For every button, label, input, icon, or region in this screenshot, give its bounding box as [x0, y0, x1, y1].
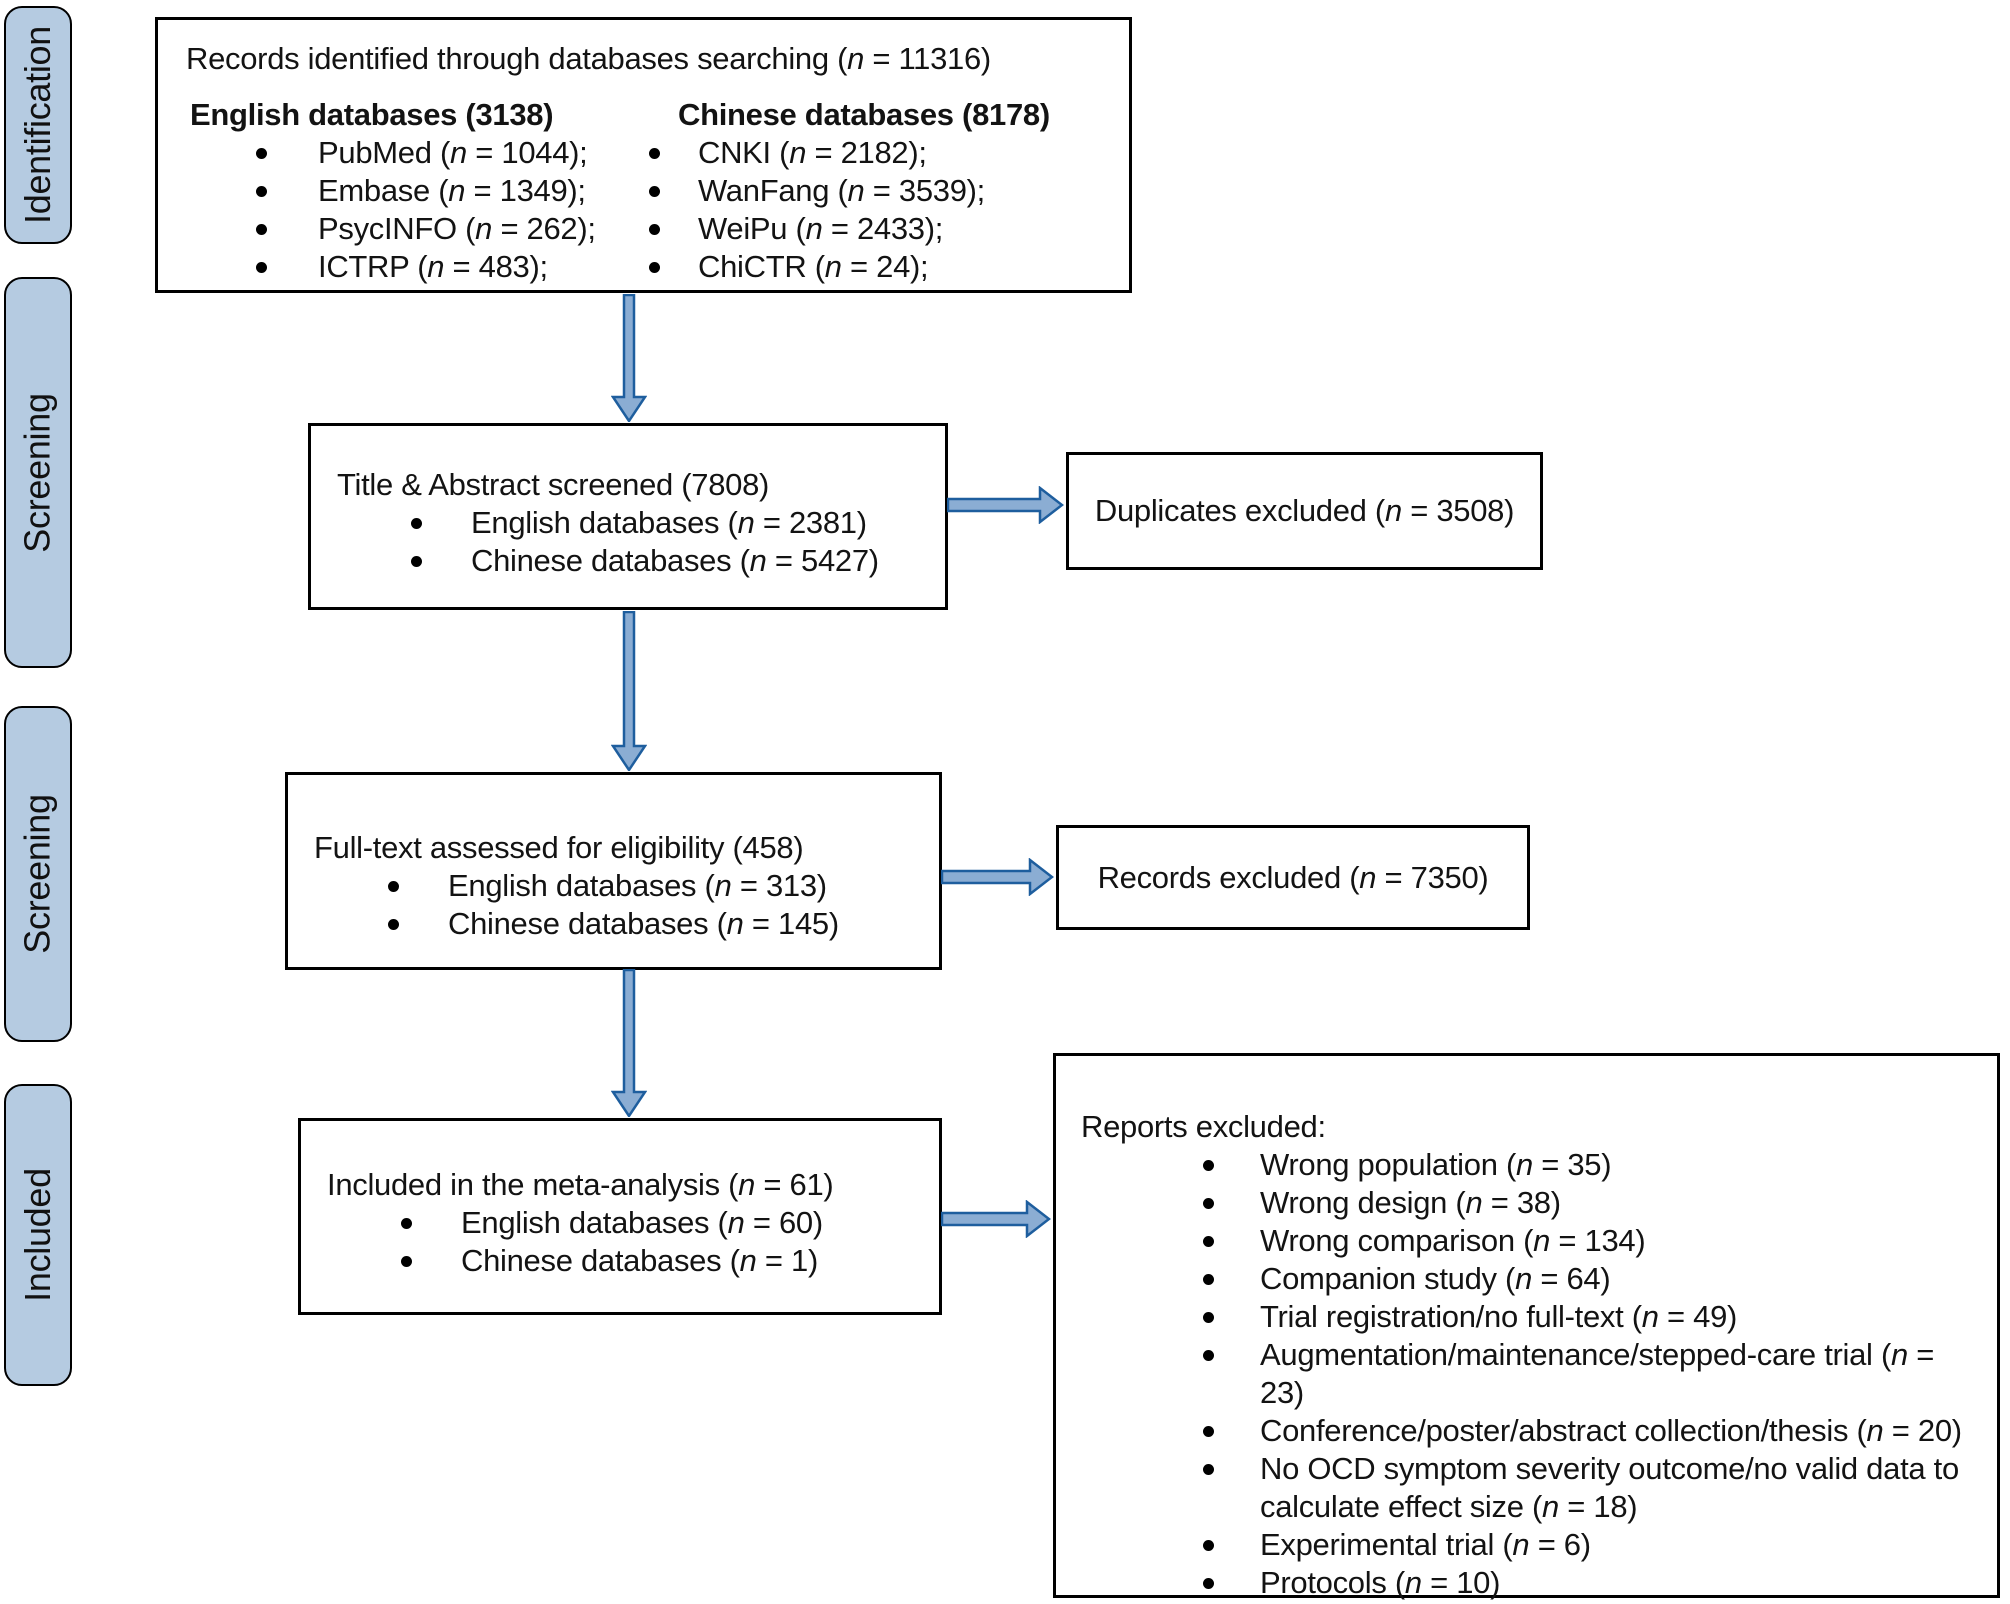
reports-excluded-title: Reports excluded:	[1081, 1109, 1326, 1144]
list-item: Embase (n = 1349);	[188, 172, 658, 210]
bullet-icon	[1203, 1312, 1214, 1323]
list-item: Wrong design (n = 38)	[1081, 1184, 1983, 1222]
records-identified-title: Records identified through databases sea…	[186, 41, 991, 76]
stage-label: Included	[17, 1168, 58, 1302]
meta-analysis-included-box: Included in the meta-analysis (n = 61) E…	[298, 1118, 942, 1315]
included-list: English databases (n = 60) Chinese datab…	[301, 1204, 939, 1280]
list-item: English databases (n = 60)	[301, 1204, 939, 1242]
list-item: English databases (n = 2381)	[311, 504, 945, 542]
records-excluded-box: Records excluded (n = 7350)	[1056, 825, 1530, 930]
list-item: Wrong population (n = 35)	[1081, 1146, 1983, 1184]
list-item: Protocols (n = 10)	[1081, 1564, 1983, 1602]
list-item: English databases (n = 313)	[288, 867, 939, 905]
list-item: Chinese databases (n = 145)	[288, 905, 939, 943]
sidebar-stage-identification: Identification	[4, 6, 72, 244]
bullet-icon	[1203, 1160, 1214, 1171]
list-item: WanFang (n = 3539);	[646, 172, 1126, 210]
list-item: Wrong comparison (n = 134)	[1081, 1222, 1983, 1260]
list-item: Chinese databases (n = 1)	[301, 1242, 939, 1280]
bullet-icon	[1203, 1426, 1214, 1437]
list-item: PsycINFO (n = 262);	[188, 210, 658, 248]
arrow-identified-to-screened-icon	[611, 294, 647, 422]
list-item: Augmentation/maintenance/stepped-care tr…	[1081, 1336, 1983, 1412]
arrow-screened-to-fulltext-icon	[611, 611, 647, 771]
reports-excluded-box: Reports excluded: Wrong population (n = …	[1053, 1053, 2000, 1600]
reports-excluded-list: Wrong population (n = 35) Wrong design (…	[1081, 1146, 1983, 1602]
bullet-icon	[649, 224, 660, 235]
fulltext-eligibility-box: Full-text assessed for eligibility (458)…	[285, 772, 942, 970]
screened-list: English databases (n = 2381) Chinese dat…	[311, 504, 945, 580]
bullet-icon	[1203, 1274, 1214, 1285]
bullet-icon	[411, 518, 422, 529]
list-item: PubMed (n = 1044);	[188, 134, 658, 172]
bullet-icon	[401, 1218, 412, 1229]
arrow-fulltext-to-records-excluded-icon	[941, 858, 1054, 896]
list-item: Companion study (n = 64)	[1081, 1260, 1983, 1298]
included-title: Included in the meta-analysis (n = 61)	[327, 1167, 834, 1202]
bullet-icon	[649, 186, 660, 197]
bullet-icon	[1203, 1578, 1214, 1589]
bullet-icon	[256, 262, 267, 273]
sidebar-stage-screening-2: Screening	[4, 706, 72, 1042]
sidebar-stage-screening-1: Screening	[4, 277, 72, 668]
bullet-icon	[1203, 1540, 1214, 1551]
list-item: Conference/poster/abstract collection/th…	[1081, 1412, 1983, 1450]
duplicates-excluded-box: Duplicates excluded (n = 3508)	[1066, 452, 1543, 570]
arrow-fulltext-to-included-icon	[611, 969, 647, 1117]
bullet-icon	[256, 224, 267, 235]
list-item: Trial registration/no full-text (n = 49)	[1081, 1298, 1983, 1336]
chinese-databases-column: Chinese databases (8178) CNKI (n = 2182)…	[646, 96, 1126, 286]
bullet-icon	[388, 919, 399, 930]
list-item: WeiPu (n = 2433);	[646, 210, 1126, 248]
list-item: Experimental trial (n = 6)	[1081, 1526, 1983, 1564]
bullet-icon	[1203, 1236, 1214, 1247]
list-item: ChiCTR (n = 24);	[646, 248, 1126, 286]
list-item: Chinese databases (n = 5427)	[311, 542, 945, 580]
title-abstract-screened-box: Title & Abstract screened (7808) English…	[308, 423, 948, 610]
records-excluded-label: Records excluded (n = 7350)	[1097, 859, 1489, 895]
english-database-list: PubMed (n = 1044); Embase (n = 1349); Ps…	[188, 134, 658, 286]
screened-title: Title & Abstract screened (7808)	[337, 467, 770, 502]
bullet-icon	[256, 186, 267, 197]
bullet-icon	[649, 262, 660, 273]
stage-label: Identification	[17, 26, 58, 224]
arrow-included-to-reports-excluded-icon	[941, 1200, 1051, 1238]
bullet-icon	[256, 148, 267, 159]
arrow-screened-to-duplicates-icon	[947, 486, 1064, 524]
eligibility-title: Full-text assessed for eligibility (458)	[314, 830, 804, 865]
sidebar-stage-included: Included	[4, 1084, 72, 1386]
chinese-database-list: CNKI (n = 2182); WanFang (n = 3539); Wei…	[646, 134, 1126, 286]
list-item: CNKI (n = 2182);	[646, 134, 1126, 172]
bullet-icon	[1203, 1464, 1214, 1475]
duplicates-excluded-label: Duplicates excluded (n = 3508)	[1094, 493, 1515, 528]
bullet-icon	[1203, 1198, 1214, 1209]
stage-label: Screening	[17, 392, 58, 553]
eligibility-list: English databases (n = 313) Chinese data…	[288, 867, 939, 943]
bullet-icon	[1203, 1350, 1214, 1361]
stage-label: Screening	[17, 794, 58, 954]
list-item: No OCD symptom severity outcome/no valid…	[1081, 1450, 1983, 1526]
english-databases-header: English databases (3138)	[190, 97, 554, 132]
records-identified-box: Records identified through databases sea…	[155, 17, 1132, 293]
chinese-databases-header: Chinese databases (8178)	[678, 97, 1050, 132]
english-databases-column: English databases (3138) PubMed (n = 104…	[188, 96, 658, 286]
list-item: ICTRP (n = 483);	[188, 248, 658, 286]
bullet-icon	[411, 556, 422, 567]
bullet-icon	[388, 881, 399, 892]
bullet-icon	[649, 148, 660, 159]
bullet-icon	[401, 1256, 412, 1267]
